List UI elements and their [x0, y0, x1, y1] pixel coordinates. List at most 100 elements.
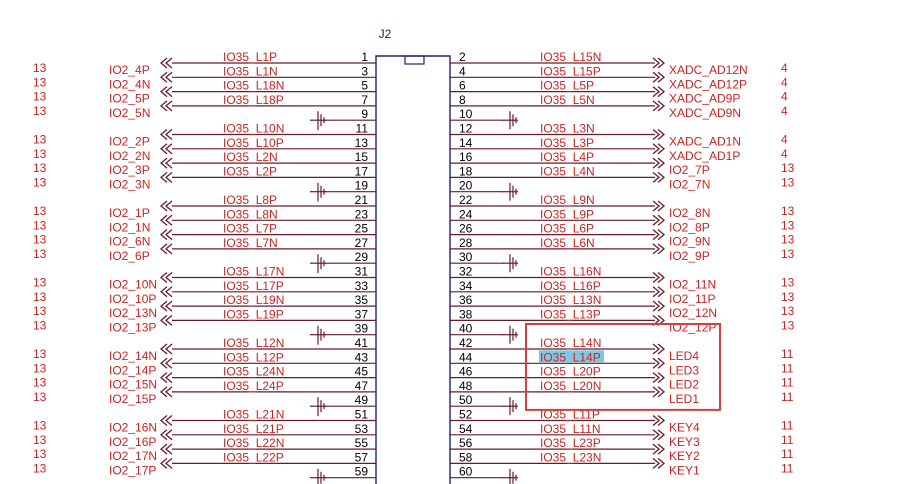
- ground-icon: [310, 254, 326, 273]
- signal-label-right: IO35_L5N: [540, 93, 595, 107]
- pin-number-right: 18: [459, 164, 473, 178]
- signal-label-left: IO35_L12N: [223, 336, 284, 350]
- net-label-left: IO2_4P: [109, 63, 150, 77]
- net-label-left: IO2_3N: [109, 177, 150, 191]
- pin-number-right: 50: [459, 393, 473, 407]
- bank-number-left: 13: [33, 75, 47, 89]
- signal-label-left: IO35_L21N: [223, 408, 284, 422]
- pin-row: 49 50: [310, 393, 518, 417]
- bank-number-right: 13: [781, 247, 795, 261]
- ground-icon: [502, 182, 518, 201]
- pin-number-right: 12: [459, 122, 473, 136]
- net-label-left: IO2_15N: [109, 378, 157, 392]
- net-label-left: IO2_1N: [109, 220, 150, 234]
- signal-label-left: IO35_L8N: [223, 207, 278, 221]
- port-chevron-left-icon: [159, 129, 173, 140]
- net-label-left: IO2_1P: [109, 206, 150, 220]
- net-label-left: IO2_14P: [109, 363, 156, 377]
- port-chevron-right-icon: [652, 71, 666, 83]
- pin-number-left: 49: [355, 393, 369, 407]
- bank-number-right: 11: [781, 376, 794, 390]
- connector-designator: J2: [379, 27, 392, 41]
- bank-number-left: 13: [33, 390, 47, 404]
- bank-number-left: 13: [33, 276, 47, 290]
- selected-signal-highlight[interactable]: [539, 350, 604, 363]
- port-chevron-right-icon: [652, 372, 666, 384]
- signal-label-left: IO35_L7P: [223, 222, 277, 236]
- pin-number-left: 3: [361, 64, 368, 78]
- bank-number-right: 11: [781, 447, 794, 461]
- bank-number-left: 13: [33, 361, 47, 375]
- signal-label-right: IO35_L9N: [540, 193, 595, 207]
- ground-icon: [310, 468, 326, 484]
- net-label-right: XADC_AD9P: [669, 92, 740, 106]
- signal-label-right: IO35_L15N: [540, 50, 601, 64]
- port-chevron-right-icon: [652, 200, 666, 212]
- bank-number-right: 4: [781, 104, 788, 118]
- led-group-box: [525, 323, 721, 411]
- signal-label-right: IO35_L6N: [540, 236, 595, 250]
- bank-number-left: 13: [33, 447, 47, 461]
- ground-icon: [502, 111, 518, 130]
- signal-label-left: IO35_L12P: [223, 350, 284, 364]
- pin-number-right: 22: [459, 193, 473, 207]
- pin-number-right: 10: [459, 107, 473, 121]
- port-chevron-right-icon: [652, 415, 666, 426]
- net-label-right: XADC_AD9N: [669, 106, 741, 120]
- pin-number-right: 34: [459, 279, 473, 293]
- pin-number-left: 11: [356, 122, 369, 136]
- port-chevron-left-icon: [159, 372, 173, 384]
- bank-number-left: 13: [33, 247, 47, 261]
- port-chevron-left-icon: [159, 429, 173, 441]
- net-label-left: IO2_13N: [109, 306, 157, 320]
- signal-label-left: IO35_L2N: [223, 150, 278, 164]
- port-chevron-left-icon: [159, 443, 173, 455]
- pin-number-left: 19: [355, 179, 369, 193]
- bank-number-left: 13: [33, 376, 47, 390]
- port-chevron-right-icon: [652, 171, 666, 183]
- pin-number-left: 7: [361, 93, 368, 107]
- net-label-right: LED4: [669, 349, 699, 363]
- pin-number-right: 42: [459, 336, 473, 350]
- signal-label-left: IO35_L22N: [223, 436, 284, 450]
- pin-number-right: 48: [459, 379, 473, 393]
- connector-body: [375, 55, 451, 484]
- bank-number-left: 13: [33, 433, 47, 447]
- pin-number-left: 21: [355, 193, 369, 207]
- pin-number-right: 44: [459, 350, 473, 364]
- net-label-left: IO2_5P: [109, 92, 150, 106]
- signal-label-left: IO35_L18P: [223, 93, 284, 107]
- signal-label-right: IO35_L4N: [540, 164, 595, 178]
- signal-label-right: IO35_L9P: [540, 207, 594, 221]
- polarity-key: [404, 55, 425, 65]
- bank-number-left: 13: [33, 204, 47, 218]
- bank-number-left: 13: [33, 161, 47, 175]
- pin-number-right: 28: [459, 236, 473, 250]
- signal-label-left: IO35_L24N: [223, 365, 284, 379]
- pin-number-right: 20: [459, 179, 473, 193]
- signal-label-right: IO35_L15P: [540, 64, 601, 78]
- port-chevron-right-icon: [652, 457, 666, 469]
- pin-number-right: 26: [459, 222, 473, 236]
- signal-label-left: IO35_L10P: [223, 136, 284, 150]
- signal-label-left: IO35_L7N: [223, 236, 278, 250]
- signal-label-right: IO35_L3N: [540, 122, 595, 136]
- bank-number-right: 11: [781, 419, 794, 433]
- pin-number-right: 46: [459, 365, 473, 379]
- bank-number-left: 13: [33, 419, 47, 433]
- bank-number-right: 4: [781, 90, 788, 104]
- pin-number-right: 30: [459, 250, 473, 264]
- pin-number-right: 54: [459, 422, 473, 436]
- net-label-right: KEY1: [669, 463, 700, 477]
- net-label-right: XADC_AD1P: [669, 149, 740, 163]
- signal-label-right: IO35_L4P: [540, 150, 594, 164]
- bank-number-right: 13: [781, 161, 795, 175]
- port-chevron-left-icon: [159, 57, 173, 69]
